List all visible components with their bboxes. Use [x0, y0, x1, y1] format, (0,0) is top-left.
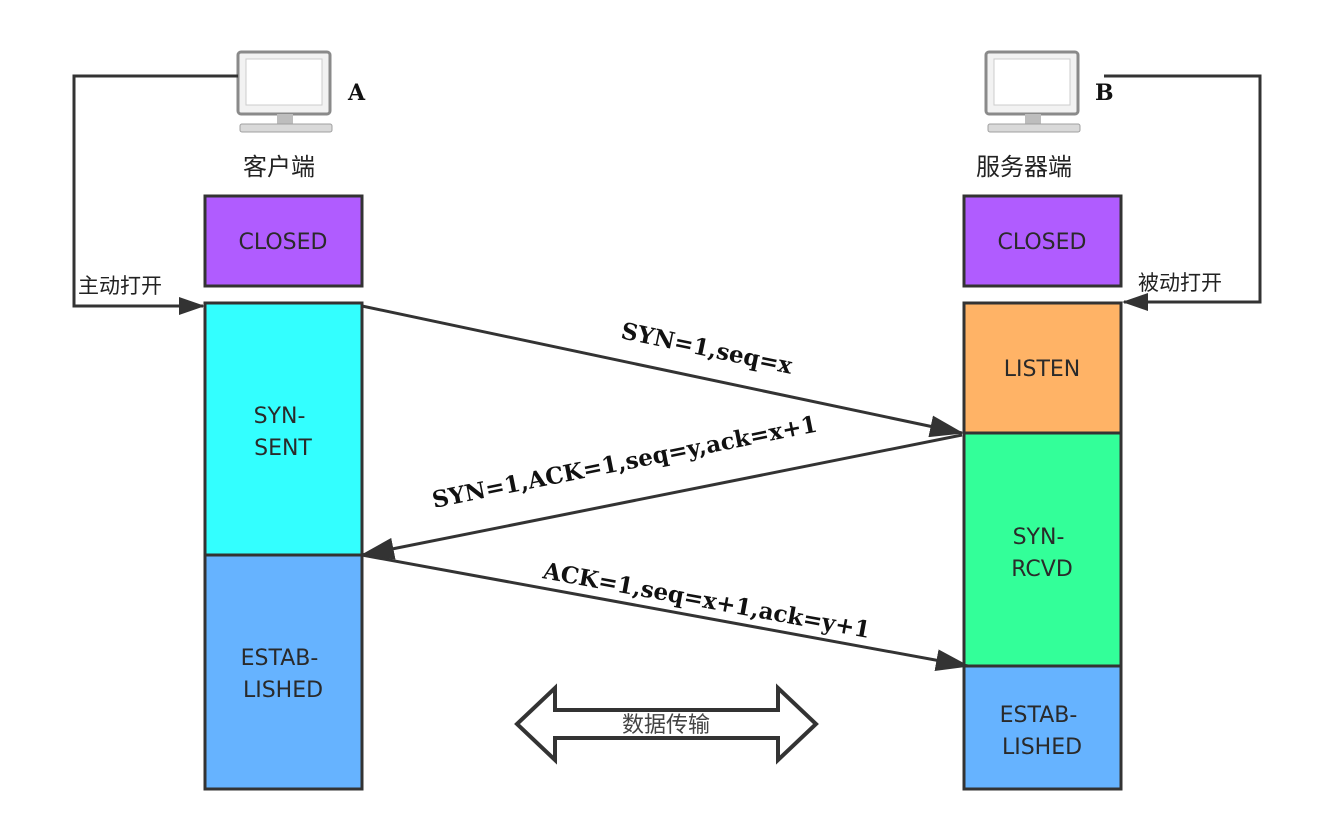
- server-open-label: 被动打开: [1138, 271, 1222, 295]
- server-open-path: [1104, 74, 1262, 311]
- client-label: 客户端: [243, 153, 315, 181]
- state-label: ESTAB- LISHED: [1000, 703, 1085, 760]
- client-open-path: [72, 74, 238, 315]
- state-label: LISTEN: [1004, 357, 1081, 382]
- server-state-syn-rcvd: SYN- RCVD: [962, 431, 1123, 668]
- state-label: CLOSED: [998, 230, 1087, 255]
- ack-message-label: ACK=1,seq=x+1,ack=y+1: [540, 557, 873, 644]
- server-letter: B: [1095, 80, 1114, 106]
- syn-message-arrow: [361, 304, 964, 438]
- syn-ack-message-label: SYN=1,ACK=1,seq=y,ack=x+1: [430, 411, 820, 514]
- client-state-syn-sent: SYN- SENT: [203, 301, 364, 557]
- server-computer-icon: [984, 50, 1081, 133]
- syn-message-label: SYN=1,seq=x: [619, 317, 795, 379]
- client-computer-icon: [236, 50, 333, 133]
- state-label: SYN- RCVD: [1011, 525, 1073, 582]
- client-state-closed: CLOSED: [203, 194, 364, 288]
- state-label: SYN- SENT: [254, 404, 313, 461]
- data-transfer-arrow: [514, 683, 819, 765]
- client-state-established: ESTAB- LISHED: [203, 553, 364, 791]
- server-state-established: ESTAB- LISHED: [962, 664, 1123, 791]
- server-state-listen: LISTEN: [962, 301, 1123, 435]
- server-label: 服务器端: [976, 153, 1072, 181]
- client-open-label: 主动打开: [78, 274, 162, 298]
- state-label: CLOSED: [239, 230, 328, 255]
- syn-ack-message-arrow: [360, 433, 963, 560]
- state-label: ESTAB- LISHED: [241, 646, 326, 703]
- ack-message-arrow: [361, 553, 970, 672]
- data-transfer-label: 数据传输: [622, 713, 710, 738]
- server-state-closed: CLOSED: [962, 194, 1123, 288]
- client-letter: A: [347, 80, 366, 106]
